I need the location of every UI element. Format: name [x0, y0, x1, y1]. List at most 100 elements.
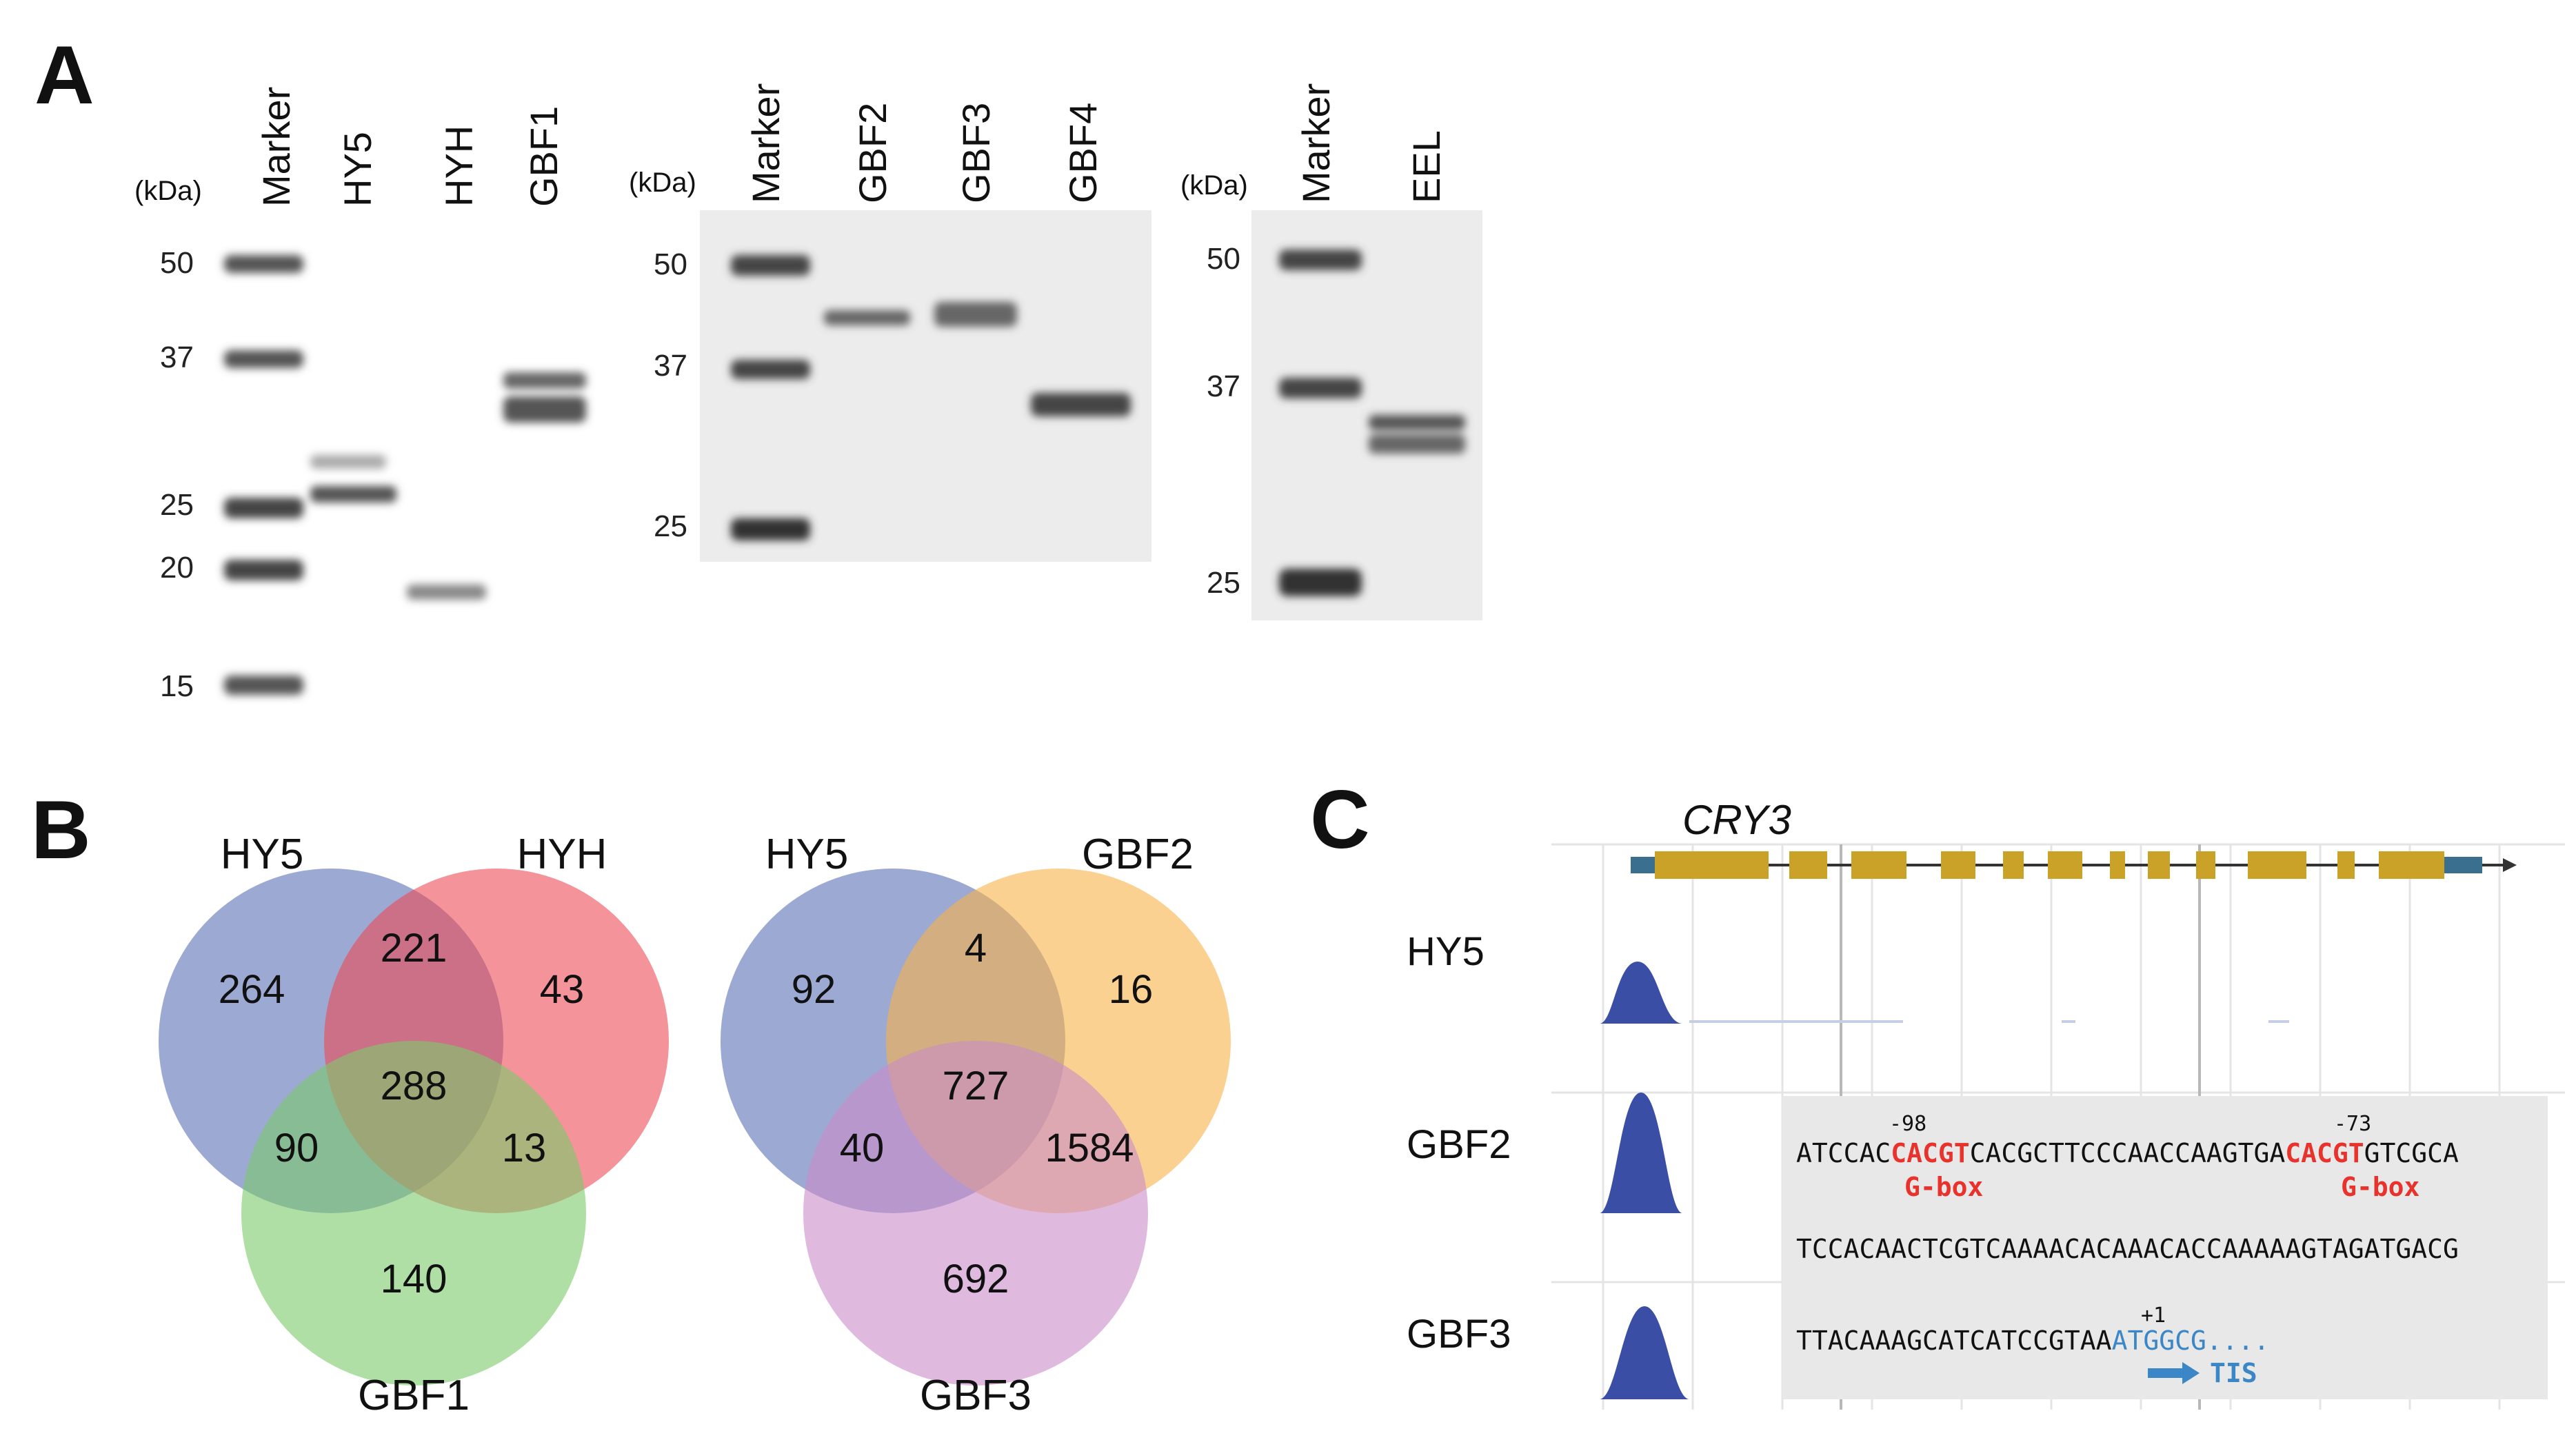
eel-band-upper — [1369, 415, 1465, 430]
lane-label-hyh: HYH — [437, 125, 481, 207]
gbf3-peak — [1600, 1306, 1689, 1399]
marker-band — [224, 676, 303, 695]
sequence-line-3: TTACAAAGCATCATCCGTAAATGGCG.... — [1796, 1326, 2269, 1356]
mw-label-15: 15 — [160, 669, 194, 703]
mw-label-37: 37 — [160, 341, 194, 374]
exon — [1655, 851, 1769, 879]
utr-5 — [1631, 857, 1655, 873]
mw-label-50: 50 — [1207, 242, 1240, 276]
mw-label-37: 37 — [654, 349, 687, 383]
gbf1-band — [503, 396, 586, 423]
venn-count: 16 — [1109, 967, 1154, 1012]
eel-band — [1369, 434, 1465, 454]
venn-diagram-2: HY5 GBF2 GBF3 92 16 692 4 40 1584 727 — [721, 831, 1231, 1419]
marker-band — [1279, 378, 1362, 398]
venn-set-c — [241, 1041, 586, 1386]
marker-band — [731, 518, 810, 540]
venn-count: 92 — [792, 967, 836, 1012]
arrow-right-icon — [2503, 858, 2517, 872]
marker-band — [224, 255, 303, 273]
panel-label-c: C — [1310, 773, 1370, 866]
position-label: +1 — [2141, 1303, 2166, 1328]
kda-unit-label: (kDa) — [134, 176, 202, 206]
exon — [2003, 851, 2024, 879]
venn-count: 264 — [219, 967, 285, 1012]
position-label: -98 — [1889, 1112, 1926, 1136]
mw-label-37: 37 — [1207, 369, 1240, 403]
venn-count: 43 — [540, 967, 585, 1012]
track-label-hy5: HY5 — [1407, 929, 1485, 974]
mw-label-25: 25 — [160, 488, 194, 522]
venn-set-c — [803, 1041, 1148, 1386]
venn-count: 1584 — [1045, 1126, 1134, 1170]
mw-label-20: 20 — [160, 551, 194, 585]
gbf3-band — [934, 302, 1017, 327]
gbf1-band-upper — [503, 372, 586, 389]
lane-label-gbf3: GBF3 — [954, 103, 998, 203]
tis-label: TIS — [2210, 1358, 2257, 1388]
lane-label-marker: Marker — [254, 87, 298, 207]
gbox-label: G-box — [2341, 1172, 2419, 1202]
gene-name: CRY3 — [1682, 797, 1791, 843]
venn-count: 288 — [381, 1064, 447, 1108]
genome-browser: CRY3 HY5 GBF2 GBF3 — [1407, 797, 2565, 1410]
gbox-motif: CACGT — [1891, 1138, 1969, 1168]
gbf2-band — [824, 310, 910, 325]
track-label-gbf3: GBF3 — [1407, 1312, 1511, 1357]
venn-count: 40 — [840, 1126, 885, 1170]
exon — [2379, 851, 2444, 879]
lane-label-eel: EEL — [1405, 130, 1448, 203]
hy5-peak — [1600, 962, 1682, 1024]
kda-unit-label: (kDa) — [629, 168, 696, 198]
gbox-motif: CACGT — [2285, 1138, 2364, 1168]
venn-set-label: HY5 — [221, 831, 304, 878]
exon — [2248, 851, 2306, 879]
venn-count: 90 — [274, 1126, 319, 1170]
gel-3: (kDa) Marker EEL 50 37 25 — [1180, 83, 1482, 620]
lane-label-gbf2: GBF2 — [851, 103, 894, 203]
gel-2: (kDa) Marker GBF2 GBF3 GBF4 50 37 25 — [629, 83, 1151, 562]
utr-3 — [2444, 857, 2482, 873]
sequence-box — [1782, 1096, 2548, 1399]
mw-label-50: 50 — [654, 247, 687, 281]
position-label: -73 — [2334, 1112, 2371, 1136]
gbf4-band — [1031, 393, 1131, 416]
mw-label-25: 25 — [1207, 566, 1240, 600]
marker-band — [731, 360, 810, 379]
venn-set-label: GBF2 — [1082, 831, 1194, 878]
venn-set-label: GBF1 — [358, 1372, 470, 1419]
exon — [1851, 851, 1906, 879]
exon — [2337, 851, 2355, 879]
exon — [2196, 851, 2215, 879]
venn-set-label: HYH — [517, 831, 607, 878]
hy5-band — [310, 486, 396, 503]
lane-label-gbf4: GBF4 — [1061, 103, 1105, 203]
exon — [1941, 851, 1975, 879]
venn-count: 692 — [943, 1257, 1009, 1301]
lane-label-marker: Marker — [1294, 83, 1338, 203]
venn-count: 13 — [502, 1126, 547, 1170]
gbf2-peak — [1600, 1093, 1682, 1213]
venn-count: 727 — [943, 1064, 1009, 1108]
kda-unit-label: (kDa) — [1180, 170, 1248, 201]
gbox-label: G-box — [1904, 1172, 1983, 1202]
hyh-band — [407, 585, 486, 600]
venn-count: 4 — [965, 926, 987, 971]
lane-label-marker: Marker — [744, 83, 787, 203]
marker-band — [1279, 569, 1362, 596]
lane-label-hy5: HY5 — [336, 132, 379, 207]
marker-band — [224, 560, 303, 580]
sequence-line-1: ATCCACCACGTCACGCTTCCCAACCAAGTGACACGTGTCG… — [1796, 1138, 2459, 1168]
marker-band — [224, 350, 303, 368]
hy5-band-upper — [310, 455, 386, 469]
venn-count: 221 — [381, 926, 447, 971]
arrow-right-icon — [2148, 1362, 2200, 1384]
marker-band — [224, 498, 303, 518]
mw-label-50: 50 — [160, 246, 194, 280]
gene-model — [1631, 851, 2517, 879]
sequence-line-2: TCCACAACTCGTCAAAACACAAACACCAAAAAGTAGATGA… — [1796, 1234, 2459, 1264]
start-codon: ATGGCG.... — [2112, 1326, 2270, 1356]
lane-label-gbf1: GBF1 — [522, 106, 565, 207]
exon — [2048, 851, 2082, 879]
